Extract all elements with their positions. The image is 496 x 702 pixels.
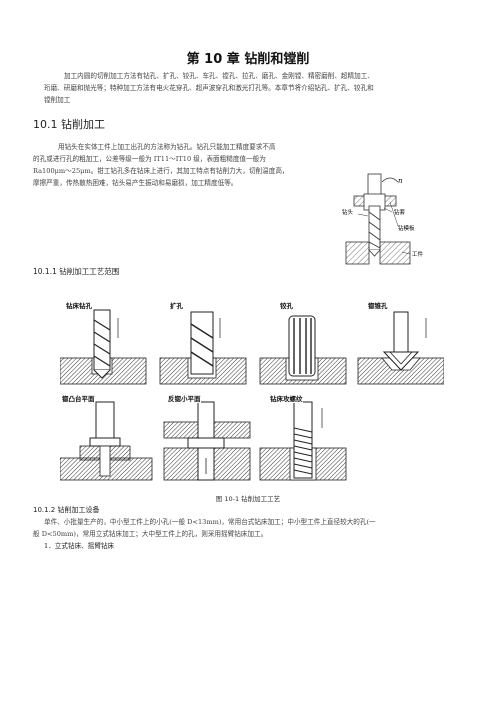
intro-line-2: 珩磨、研磨和抛光等；特种加工方法有电火花穿孔、超声波穿孔和激光打孔等。本章节将介… — [44, 84, 374, 92]
section-heading-10-1: 10.1 钻削加工 — [33, 118, 105, 131]
workpiece-left — [345, 241, 370, 265]
section-text-line-1: 用钻头在实体工件上加工出孔的方法称为钻孔。钻孔只能加工精度要求不高 — [58, 143, 276, 151]
panel-label-reaming: 铰孔 — [280, 300, 293, 310]
workpiece-right — [379, 241, 411, 265]
panel-label-spot-facing: 锪凸台平面 — [62, 393, 95, 403]
panel-label-back-spot-facing: 反锪小平面 — [168, 393, 201, 403]
panel-spot-facing — [60, 401, 153, 481]
rotation-arrow — [381, 177, 399, 183]
drill-flutes — [368, 211, 381, 249]
drill-tip — [368, 249, 381, 257]
section-heading-10-1-2: 10.1.2 钻削加工设备 — [33, 506, 100, 514]
drilling-diagram: n 钻头 钻套 钻模板 工件 — [342, 173, 424, 265]
panel-drilling — [60, 309, 147, 385]
intro-line-3: 镗削加工 — [44, 96, 71, 104]
equipment-text-line-1: 单件、小批量生产的，中小型工件上的小孔(一般 D<13mm)，常用台式钻床加工；… — [44, 518, 376, 526]
section-text-line-4: 摩擦严重，传热散热困难，钻头易产生振动和易磨损，加工精度低等。 — [33, 179, 238, 187]
label-drill-sleeve: 钻套 — [394, 208, 406, 216]
label-drill-bit: 钻头 — [342, 208, 354, 216]
spindle-speed-label: n — [398, 177, 403, 185]
label-jig-plate: 钻模板 — [398, 224, 415, 232]
section-heading-10-1-1: 10.1.1 钻削加工工艺范围 — [33, 267, 120, 276]
panel-label-countersinking: 锪锥孔 — [368, 300, 388, 310]
panel-label-drilling: 钻床钻孔 — [66, 300, 92, 310]
panel-expanding — [159, 311, 247, 385]
panel-tapping — [259, 401, 347, 481]
drill-shank — [367, 173, 382, 197]
equipment-text-line-2: 般 D<50mm)，常用立式钻床加工；大中型工件上的孔，则采用摇臂钻床加工。 — [33, 530, 268, 538]
panel-label-tapping: 钻床攻螺纹 — [270, 393, 303, 403]
panel-reaming — [259, 315, 347, 385]
panel-back-spot-facing — [163, 401, 251, 481]
intro-line-1: 加工内圆的切削加工方法有钻孔、扩孔、铰孔、车孔、镗孔、拉孔、磨孔、金刚镗、精密磨… — [64, 72, 374, 80]
list-item-1: 1．立式钻床、摇臂钻床 — [44, 542, 115, 550]
figure-caption: 图 10-1 钻削加工工艺 — [215, 495, 281, 503]
chapter-title: 第 10 章 钻削和镗削 — [186, 52, 310, 67]
panel-label-expanding: 扩孔 — [170, 300, 183, 310]
label-workpiece: 工件 — [412, 250, 424, 258]
process-figure — [60, 309, 444, 481]
section-text-line-3: Ra100μm～25μm。钳工钻孔多在钻床上进行，其加工特点有钻削力大，切削温度… — [33, 167, 289, 175]
panel-countersinking — [357, 311, 444, 385]
section-text-line-2: 的孔或进行孔的粗加工，公差等级一般为 IT11～IT10 级，表面粗糙度值一般为 — [33, 155, 266, 163]
drill-body — [368, 205, 381, 251]
